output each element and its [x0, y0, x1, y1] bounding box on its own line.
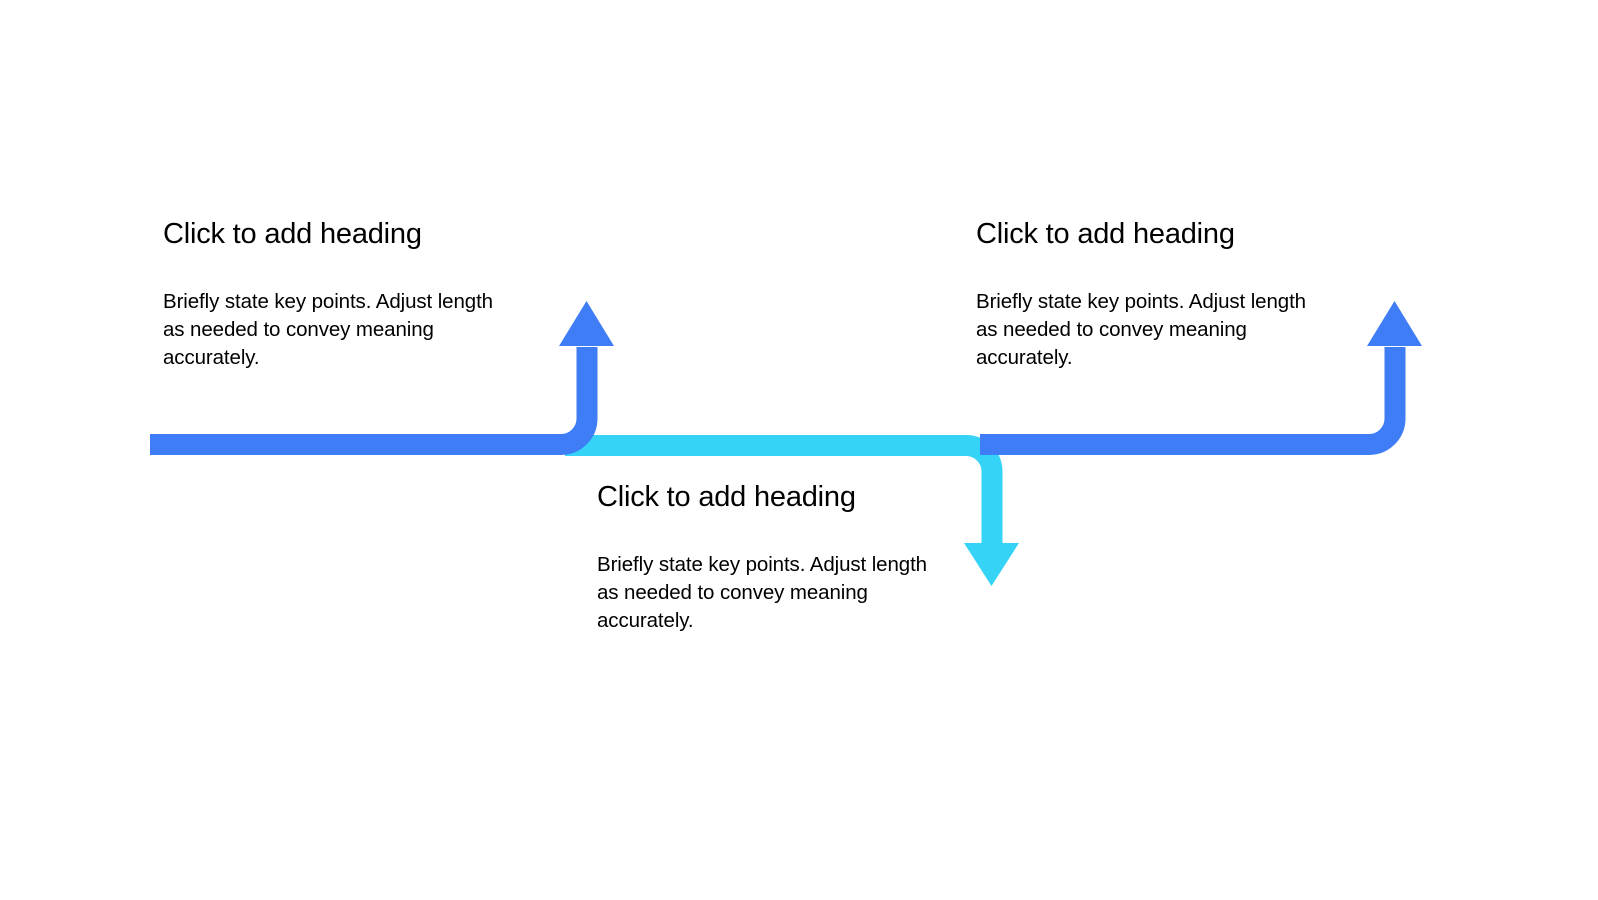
stage-2-body[interactable]: Briefly state key points. Adjust length …: [597, 553, 927, 633]
stage-1-text-block[interactable]: Click to add heading Briefly state key p…: [163, 218, 503, 372]
connector-blue-left[interactable]: [150, 301, 614, 455]
stage-2-heading[interactable]: Click to add heading: [597, 481, 856, 513]
connector-blue-right[interactable]: [980, 301, 1422, 455]
cyan-arrowhead-down: [964, 543, 1019, 586]
stage-3-text-block[interactable]: Click to add heading Briefly state key p…: [976, 218, 1316, 372]
blue-right-path-line: [980, 347, 1406, 455]
blue-left-arrowhead-up: [559, 301, 614, 346]
blue-right-arrowhead-up: [1367, 301, 1422, 346]
stage-3-body[interactable]: Briefly state key points. Adjust length …: [976, 290, 1306, 370]
stage-2-text-block[interactable]: Click to add heading Briefly state key p…: [597, 481, 937, 635]
blue-left-path-line: [150, 347, 598, 455]
stage-1-heading[interactable]: Click to add heading: [163, 218, 422, 250]
stage-3-heading[interactable]: Click to add heading: [976, 218, 1235, 250]
stage-1-body[interactable]: Briefly state key points. Adjust length …: [163, 290, 493, 370]
